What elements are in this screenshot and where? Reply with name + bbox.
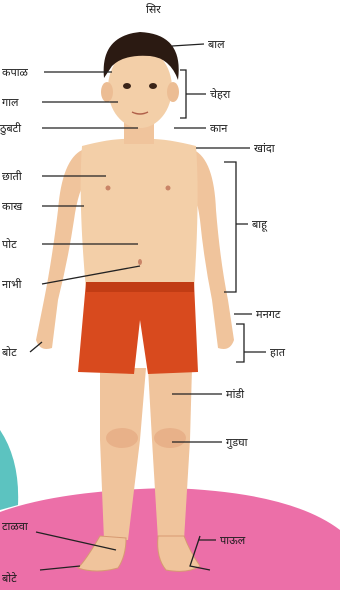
label-cheek: गाल <box>2 96 19 109</box>
left-arm <box>36 150 88 349</box>
label-thigh: मांडी <box>226 388 244 401</box>
hair-line <box>172 44 204 46</box>
label-chest: छाती <box>2 170 22 183</box>
label-chin: ठुबटी <box>0 122 21 135</box>
label-toe: बोटे <box>2 572 17 585</box>
label-finger: बोट <box>2 346 17 359</box>
right-ear <box>167 82 179 102</box>
label-knee: गुडघा <box>226 436 247 449</box>
finger-line <box>30 342 42 352</box>
label-ear: कान <box>210 122 227 135</box>
left-ear <box>101 82 113 102</box>
label-heel: टाळवा <box>2 520 28 533</box>
label-head: सिर <box>146 3 161 16</box>
label-wrist: मनगट <box>256 308 280 321</box>
label-stomach: पोट <box>2 238 17 251</box>
shorts <box>78 282 198 374</box>
left-knee <box>106 428 138 448</box>
label-face: चेहरा <box>210 88 230 101</box>
hand-bracket <box>236 324 266 362</box>
label-hand: हात <box>270 346 285 359</box>
navel-mark <box>138 259 142 265</box>
right-nipple <box>166 186 171 191</box>
label-shoulder: खांदा <box>254 142 275 155</box>
label-foot: पाऊल <box>220 534 245 547</box>
right-eye <box>149 83 157 89</box>
torso <box>81 139 198 290</box>
left-eye <box>123 83 131 89</box>
teal-background-shape <box>0 430 18 510</box>
label-arm: बाहू <box>252 218 267 231</box>
label-hair: बाल <box>208 38 225 51</box>
face-bracket <box>180 70 206 118</box>
shorts-waistband <box>86 282 194 292</box>
label-armpit: काख <box>2 200 22 213</box>
arm-bracket <box>224 162 248 292</box>
left-nipple <box>106 186 111 191</box>
label-forehead: कपाळ <box>2 66 28 79</box>
label-navel: नाभी <box>2 278 22 291</box>
right-knee <box>154 428 186 448</box>
